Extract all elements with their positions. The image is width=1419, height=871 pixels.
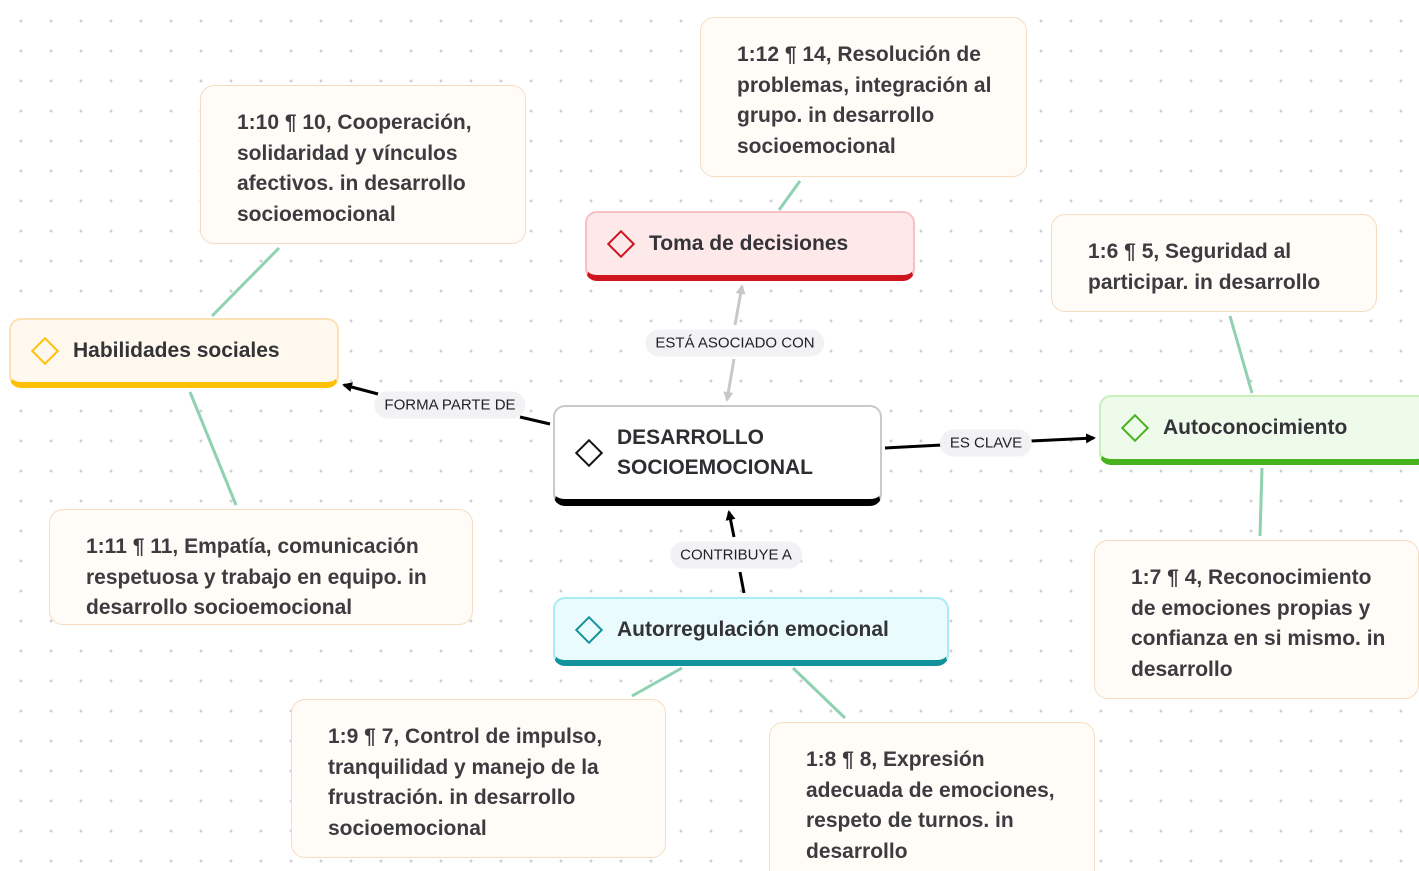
code-node-autorregulacion-emocional[interactable]: Autorregulación emocional <box>553 597 949 666</box>
code-label: Autoconocimiento <box>1163 416 1348 439</box>
central-node-desarrollo-socioemocional[interactable]: DESARROLLO SOCIOEMOCIONAL <box>553 405 882 506</box>
link-quote-1-6 <box>1228 315 1254 394</box>
link-forma-parte-a <box>342 382 379 396</box>
code-node-autoconocimiento[interactable]: Autoconocimiento <box>1099 395 1419 465</box>
quote-node-1-6[interactable]: 1:6 ¶ 5, Seguridad al participar. in des… <box>1051 214 1377 312</box>
link-quote-1-7 <box>1258 467 1264 537</box>
link-contribuye-b <box>738 571 746 594</box>
central-label-line-1: DESARROLLO <box>617 426 764 449</box>
code-node-habilidades-sociales[interactable]: Habilidades sociales <box>9 318 339 388</box>
diamond-icon <box>30 336 60 366</box>
link-quote-1-9 <box>631 666 683 698</box>
link-quote-1-10 <box>210 246 281 318</box>
code-label: Toma de decisiones <box>649 232 849 255</box>
code-label: Autorregulación emocional <box>617 617 889 641</box>
link-forma-parte-b <box>519 415 551 426</box>
quote-text: 1:12 ¶ 14, Resolución de problemas, inte… <box>737 43 992 158</box>
code-node-toma-de-decisiones[interactable]: Toma de decisiones <box>585 211 915 281</box>
link-es-clave-b <box>1030 433 1096 444</box>
link-asociado-lower <box>723 358 736 402</box>
diamond-icon <box>574 615 604 644</box>
relation-label-es-clave[interactable]: ES CLAVE <box>939 429 1033 457</box>
quote-node-1-12[interactable]: 1:12 ¶ 14, Resolución de problemas, inte… <box>700 17 1027 177</box>
link-quote-1-11 <box>188 391 238 506</box>
link-asociado-upper <box>733 284 746 326</box>
diamond-icon <box>574 438 604 468</box>
relation-label-forma-parte-de[interactable]: FORMA PARTE DE <box>374 391 526 419</box>
link-quote-1-8 <box>791 666 847 720</box>
link-es-clave-a <box>884 443 943 450</box>
quote-node-1-9[interactable]: 1:9 ¶ 7, Control de impulso, tranquilida… <box>291 699 666 858</box>
quote-text: 1:7 ¶ 4, Reconocimiento de emociones pro… <box>1131 566 1386 681</box>
central-label-line-2: SOCIOEMOCIONAL <box>617 456 814 479</box>
quote-node-1-10[interactable]: 1:10 ¶ 10, Cooperación, solidaridad y ví… <box>200 85 526 244</box>
quote-text: 1:9 ¶ 7, Control de impulso, tranquilida… <box>328 725 603 840</box>
quote-text: 1:8 ¶ 8, Expresión adecuada de emociones… <box>806 748 1055 863</box>
link-quote-1-12 <box>777 180 802 211</box>
diamond-icon <box>1120 413 1150 443</box>
relation-label-contribuye-a[interactable]: CONTRIBUYE A <box>670 541 802 569</box>
code-label: Habilidades sociales <box>73 339 280 362</box>
diamond-icon <box>606 229 636 259</box>
quote-node-1-7[interactable]: 1:7 ¶ 4, Reconocimiento de emociones pro… <box>1094 540 1419 699</box>
link-contribuye-a <box>725 510 736 538</box>
quote-text: 1:11 ¶ 11, Empatía, comunicación respetu… <box>86 535 427 619</box>
quote-node-1-11[interactable]: 1:11 ¶ 11, Empatía, comunicación respetu… <box>49 509 473 625</box>
quote-node-1-8[interactable]: 1:8 ¶ 8, Expresión adecuada de emociones… <box>769 722 1095 871</box>
quote-text: 1:10 ¶ 10, Cooperación, solidaridad y ví… <box>237 111 472 226</box>
central-label: DESARROLLO SOCIOEMOCIONAL <box>617 423 813 483</box>
relation-label-esta-asociado-con[interactable]: ESTÁ ASOCIADO CON <box>645 329 825 357</box>
quote-text: 1:6 ¶ 5, Seguridad al participar. in des… <box>1088 240 1321 294</box>
